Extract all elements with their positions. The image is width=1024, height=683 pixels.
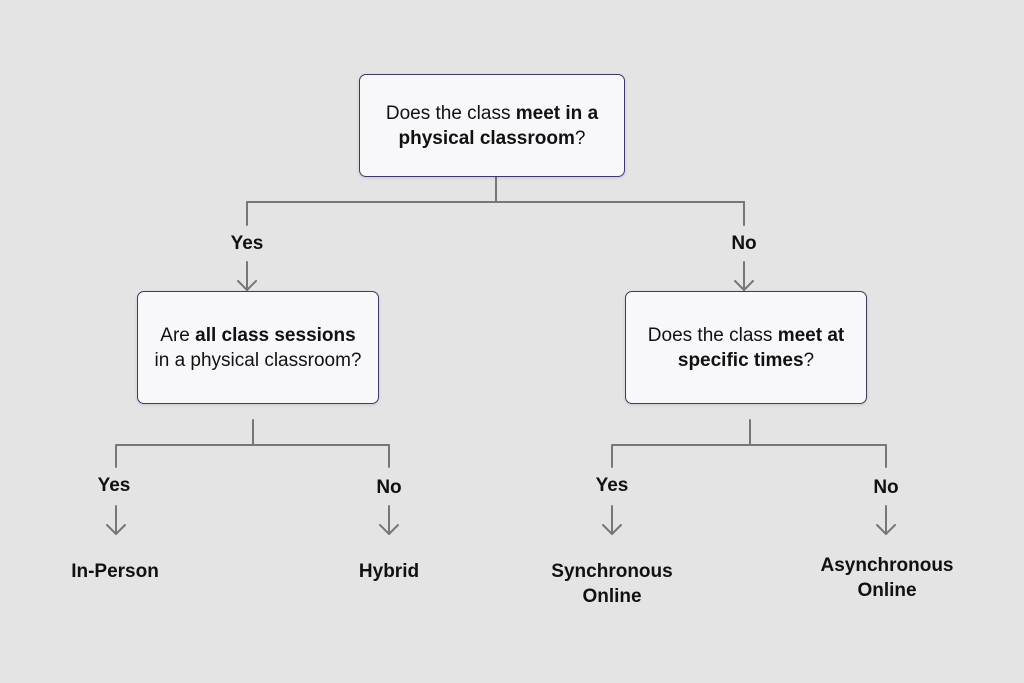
root-yes-label: Yes	[230, 233, 264, 254]
left-question-box: Are all class sessions in a physical cla…	[137, 291, 379, 404]
arrow-to-in-person	[106, 524, 126, 535]
right-yes-label: Yes	[595, 475, 629, 496]
left-question-text: Are all class sessions in a physical cla…	[154, 324, 362, 371]
root-question-text: Does the class meet in a physical classr…	[385, 102, 599, 149]
root-no-label: No	[731, 233, 757, 254]
right-question-text: Does the class meet at specific times?	[647, 324, 845, 371]
arrow-to-hybrid	[379, 524, 399, 535]
right-question-box: Does the class meet at specific times?	[625, 291, 867, 404]
arrow-to-left-question	[237, 280, 257, 291]
right-no-label: No	[873, 477, 899, 498]
left-yes-label: Yes	[97, 475, 131, 496]
outcome-synchronous-online: Synchronous Online	[551, 561, 673, 607]
arrow-to-asynchronous	[876, 524, 896, 535]
outcome-asynchronous-online: Asynchronous Online	[820, 555, 954, 601]
outcome-in-person: In-Person	[71, 561, 159, 582]
outcome-hybrid: Hybrid	[358, 561, 420, 582]
arrow-to-right-question	[734, 280, 754, 291]
left-no-label: No	[376, 477, 402, 498]
arrow-to-synchronous	[602, 524, 622, 535]
root-question-box: Does the class meet in a physical classr…	[359, 74, 625, 177]
